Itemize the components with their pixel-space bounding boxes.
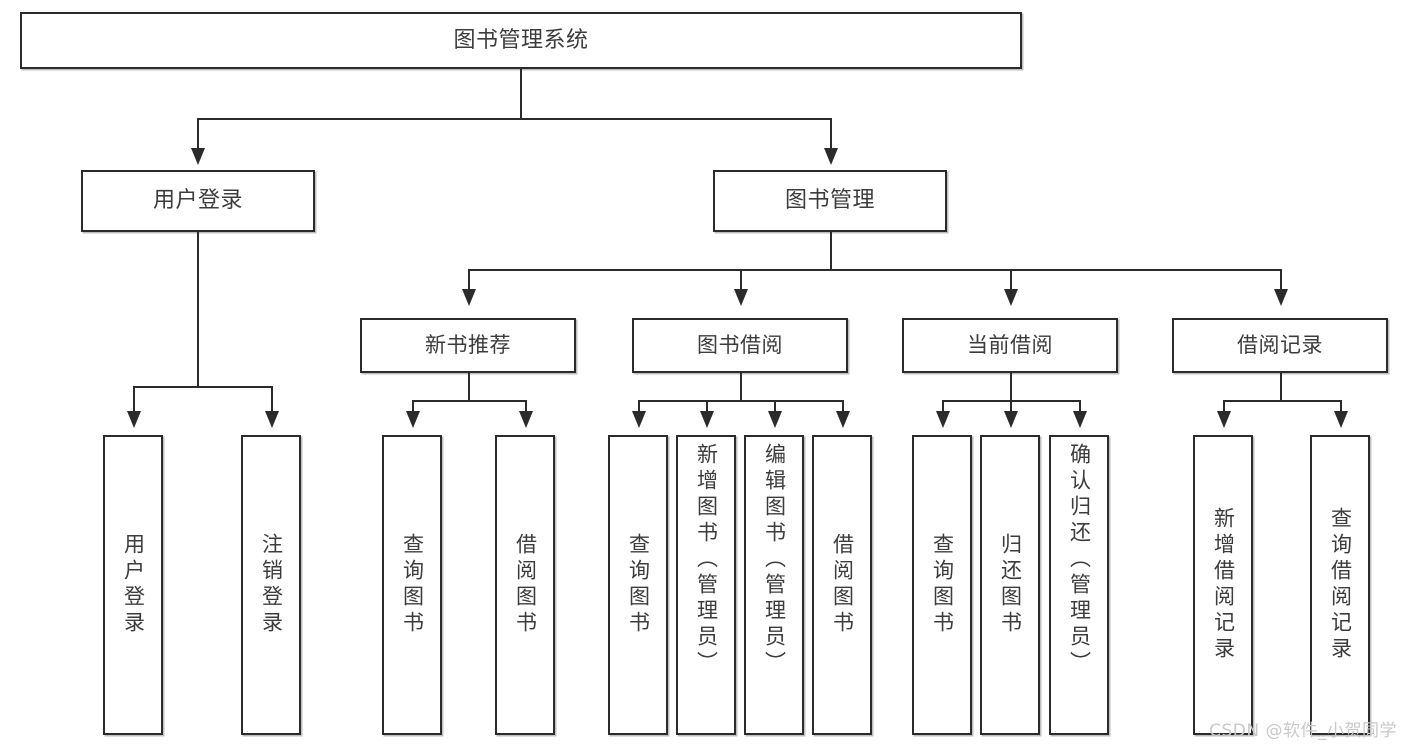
arrow-user-login-child-2 <box>265 411 279 428</box>
connector-book-manage-stem <box>830 232 832 270</box>
leaf-borrow-record-2[interactable]: 查询借阅记录 <box>1310 435 1370 735</box>
arrow-book-manage-child-2 <box>734 289 748 306</box>
leaf-user-login-2[interactable]: 注销登录 <box>241 435 301 735</box>
node-root-system[interactable]: 图书管理系统 <box>20 12 1022 69</box>
node-book-borrow[interactable]: 图书借阅 <box>632 318 848 373</box>
connector-record-stem <box>1280 373 1282 401</box>
connector-book-manage-child-4 <box>1280 269 1282 290</box>
connector-recommend-child-1 <box>412 400 414 412</box>
node-book-manage[interactable]: 图书管理 <box>713 170 947 232</box>
node-label: 新书推荐 <box>425 333 511 358</box>
arrow-current-child-1 <box>936 411 950 428</box>
connector-current-child-2 <box>1010 400 1012 412</box>
arrow-recommend-child-2 <box>519 411 533 428</box>
connector-record-child-1 <box>1223 400 1225 412</box>
node-label: 当前借阅 <box>967 333 1053 358</box>
node-label: 归还图书 <box>998 533 1023 637</box>
node-label: 查询图书 <box>400 533 425 637</box>
connector-book-manage-bus <box>468 269 1280 271</box>
arrow-borrow-child-1 <box>632 411 646 428</box>
connector-borrow-bus <box>638 400 844 402</box>
connector-borrow-child-3 <box>774 400 776 412</box>
connector-user-login-stem <box>197 232 199 387</box>
arrow-to-user-login <box>191 148 205 165</box>
connector-user-login-bus <box>133 386 271 388</box>
node-label: 用户登录 <box>121 533 146 637</box>
connector-current-child-3 <box>1079 400 1081 412</box>
connector-borrow-stem <box>740 373 742 401</box>
leaf-current-borrow-3[interactable]: 确认归还（管理员） <box>1049 435 1109 735</box>
arrow-current-child-3 <box>1073 411 1087 428</box>
connector-user-login-child-2 <box>271 386 273 412</box>
arrow-user-login-child-1 <box>127 411 141 428</box>
node-label: 注销登录 <box>259 533 284 637</box>
connector-book-manage-child-2 <box>740 269 742 290</box>
node-new-book-recommend[interactable]: 新书推荐 <box>360 318 576 373</box>
node-label: 借阅图书 <box>830 533 855 637</box>
arrow-borrow-child-3 <box>768 411 782 428</box>
arrow-current-child-2 <box>1004 411 1018 428</box>
connector-root-stem <box>520 69 522 119</box>
connector-record-child-2 <box>1340 400 1342 412</box>
node-label: 图书管理系统 <box>453 27 589 53</box>
connector-to-book-manage <box>830 118 832 149</box>
node-label: 查询图书 <box>930 533 955 637</box>
arrow-record-child-1 <box>1217 411 1231 428</box>
connector-recommend-stem <box>468 373 470 401</box>
arrow-book-manage-child-1 <box>462 289 476 306</box>
arrow-to-book-manage <box>824 148 838 165</box>
connector-record-bus <box>1223 400 1341 402</box>
node-label: 新增借阅记录 <box>1211 507 1236 663</box>
connector-recommend-bus <box>412 400 525 402</box>
node-label: 用户登录 <box>152 188 243 214</box>
node-label: 图书管理 <box>784 188 875 214</box>
connector-root-bus <box>197 118 832 120</box>
leaf-current-borrow-2[interactable]: 归还图书 <box>980 435 1040 735</box>
connector-borrow-child-1 <box>638 400 640 412</box>
connector-book-manage-child-3 <box>1010 269 1012 290</box>
connector-borrow-child-2 <box>706 400 708 412</box>
node-current-borrow[interactable]: 当前借阅 <box>902 318 1118 373</box>
leaf-book-borrow-1[interactable]: 查询图书 <box>608 435 668 735</box>
connector-book-manage-child-1 <box>468 269 470 290</box>
arrow-borrow-child-2 <box>700 411 714 428</box>
arrow-borrow-child-4 <box>836 411 850 428</box>
node-label: 借阅图书 <box>513 533 538 637</box>
node-label: 图书借阅 <box>697 333 783 358</box>
arrow-record-child-2 <box>1334 411 1348 428</box>
leaf-recommend-1[interactable]: 查询图书 <box>382 435 442 735</box>
leaf-book-borrow-2[interactable]: 新增图书（管理员） <box>676 435 736 735</box>
leaf-borrow-record-1[interactable]: 新增借阅记录 <box>1193 435 1253 735</box>
arrow-book-manage-child-3 <box>1004 289 1018 306</box>
node-label: 查询借阅记录 <box>1328 507 1353 663</box>
connector-user-login-child-1 <box>133 386 135 412</box>
leaf-book-borrow-3[interactable]: 编辑图书（管理员） <box>744 435 804 735</box>
node-label: 确认归还（管理员） <box>1067 443 1092 677</box>
node-label: 编辑图书（管理员） <box>762 443 787 677</box>
leaf-recommend-2[interactable]: 借阅图书 <box>495 435 555 735</box>
node-label: 查询图书 <box>626 533 651 637</box>
leaf-user-login-1[interactable]: 用户登录 <box>103 435 163 735</box>
node-label: 新增图书（管理员） <box>694 443 719 677</box>
arrow-recommend-child-1 <box>406 411 420 428</box>
connector-to-user-login <box>197 118 199 149</box>
connector-current-child-1 <box>942 400 944 412</box>
arrow-book-manage-child-4 <box>1274 289 1288 306</box>
leaf-book-borrow-4[interactable]: 借阅图书 <box>812 435 872 735</box>
node-user-login[interactable]: 用户登录 <box>81 170 315 232</box>
connector-current-stem <box>1010 373 1012 401</box>
watermark-text: CSDN @软件_小贺同学 <box>1209 721 1397 741</box>
connector-recommend-child-2 <box>525 400 527 412</box>
node-borrow-record[interactable]: 借阅记录 <box>1172 318 1388 373</box>
node-label: 借阅记录 <box>1237 333 1323 358</box>
connector-borrow-child-4 <box>842 400 844 412</box>
leaf-current-borrow-1[interactable]: 查询图书 <box>912 435 972 735</box>
